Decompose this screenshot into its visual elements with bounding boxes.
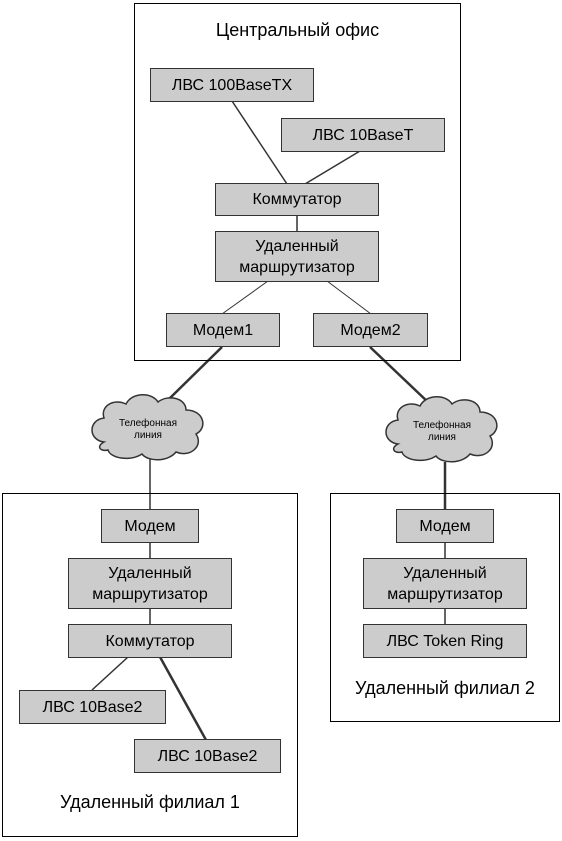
branch2-title: Удаленный филиал 2: [355, 678, 535, 698]
phone-line-right-label: Телефонная линия: [388, 412, 496, 452]
branch2-modem-label: Модем: [419, 517, 471, 535]
branch2-lan-token-ring-label: ЛВС Token Ring: [386, 632, 504, 650]
lan-10baset-label: ЛВС 10BaseT: [312, 126, 414, 144]
link-lan10-switch: [304, 150, 361, 185]
phone-line-left-line1: Телефонная: [119, 418, 177, 429]
central-switch-node: Коммутатор: [215, 183, 379, 216]
link-b1-switch-lan-a: [91, 656, 129, 691]
phone-line-left-label: Телефонная линия: [94, 410, 202, 450]
lan-100basetx-node: ЛВС 100BaseTX: [150, 68, 314, 102]
link-b1-switch-lan-b: [158, 656, 208, 741]
link-router-modem2: [326, 280, 372, 315]
branch1-router-label-line2: маршрутизатор: [92, 585, 208, 603]
link-modem2-cloud-right: [369, 346, 431, 405]
branch1-lan-b-label: ЛВС 10Base2: [157, 747, 258, 765]
branch2-lan-token-ring-node: ЛВС Token Ring: [363, 624, 527, 658]
branch1-modem-node: Модем: [101, 509, 199, 543]
lan-10baset-node: ЛВС 10BaseT: [281, 118, 445, 152]
branch1-title: Удаленный филиал 1: [60, 792, 240, 812]
branch2-router-node: Удаленный маршрутизатор: [363, 558, 527, 609]
link-modem1-cloud-left: [167, 346, 223, 401]
central-office-region: [134, 3, 461, 361]
branch2-region: [330, 493, 560, 722]
link-lan100-switch: [231, 100, 288, 185]
branch2-router-label-line1: Удаленный: [403, 564, 487, 582]
branch1-lan-a-node: ЛВС 10Base2: [19, 690, 166, 724]
branch1-lan-a-label: ЛВС 10Base2: [42, 698, 143, 716]
modem2-label: Модем2: [340, 321, 401, 339]
central-switch-label: Коммутатор: [252, 191, 342, 208]
lan-100basetx-label: ЛВС 100BaseTX: [171, 76, 293, 94]
branch1-modem-label: Модем: [124, 517, 176, 535]
central-router-node: Удаленный маршрутизатор: [215, 231, 379, 282]
phone-line-right-line1: Телефонная: [413, 420, 471, 431]
central-office-title: Центральный офис: [215, 20, 380, 40]
branch1-switch-node: Коммутатор: [68, 624, 232, 658]
modem1-node: Модем1: [166, 313, 280, 347]
cloud-right-shape: [385, 396, 498, 463]
modem1-label: Модем1: [192, 321, 254, 339]
branch1-switch-label: Коммутатор: [105, 632, 195, 650]
branch1-router-label-line1: Удаленный: [108, 564, 192, 582]
phone-line-left-line2: линия: [134, 430, 162, 441]
branch2-modem-node: Модем: [396, 509, 494, 543]
branch1-router-node: Удаленный маршрутизатор: [68, 558, 232, 609]
branch1-region: [2, 493, 298, 837]
modem2-node: Модем2: [313, 313, 428, 347]
phone-line-right-line2: линия: [428, 432, 456, 443]
link-router-modem1: [221, 280, 269, 315]
cloud-left-shape: [91, 394, 204, 461]
central-router-label-line2: маршрутизатор: [239, 258, 355, 276]
branch2-router-label-line2: маршрутизатор: [387, 585, 503, 603]
central-router-label-line1: Удаленный: [255, 237, 339, 255]
branch1-lan-b-node: ЛВС 10Base2: [134, 739, 281, 773]
